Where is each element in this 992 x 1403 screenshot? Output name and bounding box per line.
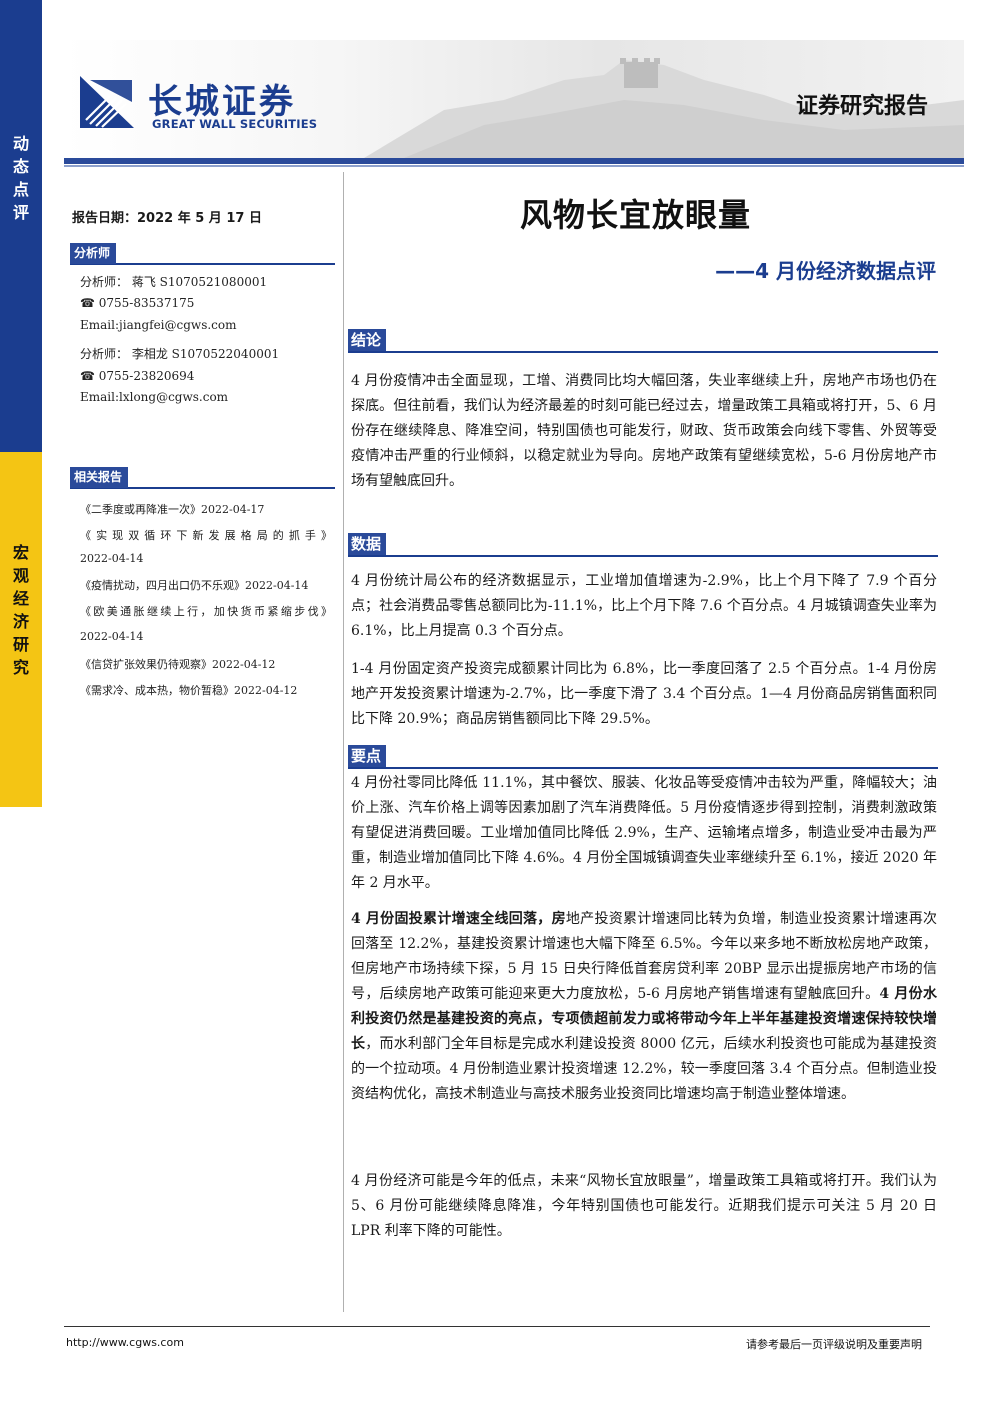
- data-paragraph-2: 1-4 月份固定资产投资完成额累计同比为 6.8%，比一季度回落了 2.5 个百…: [351, 661, 937, 727]
- points-bold-highlight: 4 月份水利投资仍然是基建投资的亮点，专项债超前发力或将带动今年上半年基建投资增…: [351, 986, 937, 1052]
- report-title: 风物长宜放眼量: [520, 196, 752, 234]
- analyst-1-email: Email:jiangfei@cgws.com: [80, 318, 237, 332]
- report-date: 报告日期：2022 年 5 月 17 日: [72, 211, 262, 226]
- analyst-label-text: 分析师: [70, 243, 117, 264]
- section-points: 要点: [348, 745, 938, 769]
- related-report-item: 《欧美通胀继续上行，加快货币紧缩步伐》: [80, 605, 332, 618]
- section-data: 数据: [348, 533, 938, 557]
- related-report-item: 2022-04-14: [80, 630, 144, 643]
- side-label-char: 观: [12, 566, 29, 585]
- header-rule-thin: [64, 165, 964, 167]
- analyst-1-phone: ☎ 0755-83537175: [80, 296, 195, 310]
- points-paragraph-2: 4 月份固投累计增速全线回落，房地产投资累计增速同比转为负增，制造业投资累计增速…: [351, 907, 937, 1107]
- side-band-yellow: [0, 452, 42, 807]
- side-label-dynamic-review: 动态点评: [0, 132, 42, 224]
- section-conclusion: 结论: [348, 329, 938, 353]
- side-band-blue: [0, 0, 42, 452]
- points-bold-lead: 4 月份固投累计增速全线回落，房: [351, 911, 566, 927]
- points-text-1: 地产投资累计增速同比转为负增，制造业投资累计增速再次回落至 12.2%，基建投资…: [351, 911, 937, 1002]
- section-data-label: 数据: [348, 533, 387, 555]
- section-conclusion-label: 结论: [348, 329, 387, 351]
- great-wall-logo-icon: [80, 76, 134, 128]
- side-label-char: 济: [12, 612, 29, 631]
- side-label-char: 态: [12, 157, 29, 176]
- related-report-item: 《二季度或再降准一次》2022-04-17: [80, 503, 265, 516]
- header-banner: [64, 40, 964, 158]
- analyst-1-name: 分析师： 蒋飞 S1070521080001: [80, 275, 268, 289]
- related-report-item: 2022-04-14: [80, 552, 144, 565]
- great-wall-backdrop-icon: [364, 58, 964, 158]
- document-type: 证券研究报告: [795, 94, 928, 119]
- points-text-2: ，而水利部门全年目标是完成水利建设投资 8000 亿元，后续水利投资也可能成为基…: [351, 1036, 938, 1102]
- side-label-char: 究: [12, 658, 29, 677]
- section-points-label: 要点: [348, 745, 387, 767]
- related-reports-label: 相关报告: [70, 466, 335, 489]
- related-report-item: 《需求冷、成本热，物价暂稳》2022-04-12: [80, 684, 298, 697]
- side-label-char: 点: [12, 180, 29, 199]
- side-label-char: 动: [12, 134, 29, 153]
- report-subtitle: ——4 月份经济数据点评: [715, 259, 936, 283]
- related-label-text: 相关报告: [70, 467, 129, 488]
- points-paragraph-3: 4 月份经济可能是今年的低点，未来“风物长宜放眼量”，增量政策工具箱或将打开。我…: [351, 1173, 937, 1239]
- footer-disclaimer-note: 请参考最后一页评级说明及重要声明: [746, 1338, 922, 1351]
- footer-website-link[interactable]: http://www.cgws.com: [66, 1336, 184, 1349]
- column-divider: [343, 172, 344, 1312]
- related-report-item: 《信贷扩张效果仍待观察》2022-04-12: [80, 658, 276, 671]
- analyst-2-phone: ☎ 0755-23820694: [80, 369, 195, 383]
- analyst-2-name: 分析师： 李相龙 S1070522040001: [80, 347, 280, 361]
- related-report-item: 《疫情扰动，四月出口仍不乐观》2022-04-14: [80, 579, 309, 592]
- analyst-2-email: Email:lxlong@cgws.com: [80, 390, 229, 404]
- side-label-char: 经: [12, 589, 29, 608]
- header-rule: [64, 158, 964, 164]
- side-label-char: 宏: [12, 543, 29, 562]
- logo-english-name: GREAT WALL SECURITIES: [152, 117, 318, 131]
- side-label-char: 研: [12, 635, 29, 654]
- logo-chinese-name: 长城证券: [148, 82, 296, 122]
- data-paragraph-1: 4 月份统计局公布的经济数据显示，工业增加值增速为-2.9%，比上个月下降了 7…: [351, 573, 937, 639]
- side-label-char: 评: [12, 203, 29, 222]
- footer-rule: [64, 1326, 930, 1327]
- points-paragraph-1: 4 月份社零同比降低 11.1%，其中餐饮、服装、化妆品等受疫情冲击较为严重，降…: [351, 775, 937, 891]
- analyst-section-label: 分析师: [70, 242, 335, 265]
- side-label-macro-research: 宏观经济研究: [0, 541, 42, 679]
- conclusion-paragraph: 4 月份疫情冲击全面显现，工增、消费同比均大幅回落，失业率继续上升，房地产市场也…: [351, 373, 937, 489]
- related-report-item: 《实现双循环下新发展格局的抓手》: [80, 529, 332, 542]
